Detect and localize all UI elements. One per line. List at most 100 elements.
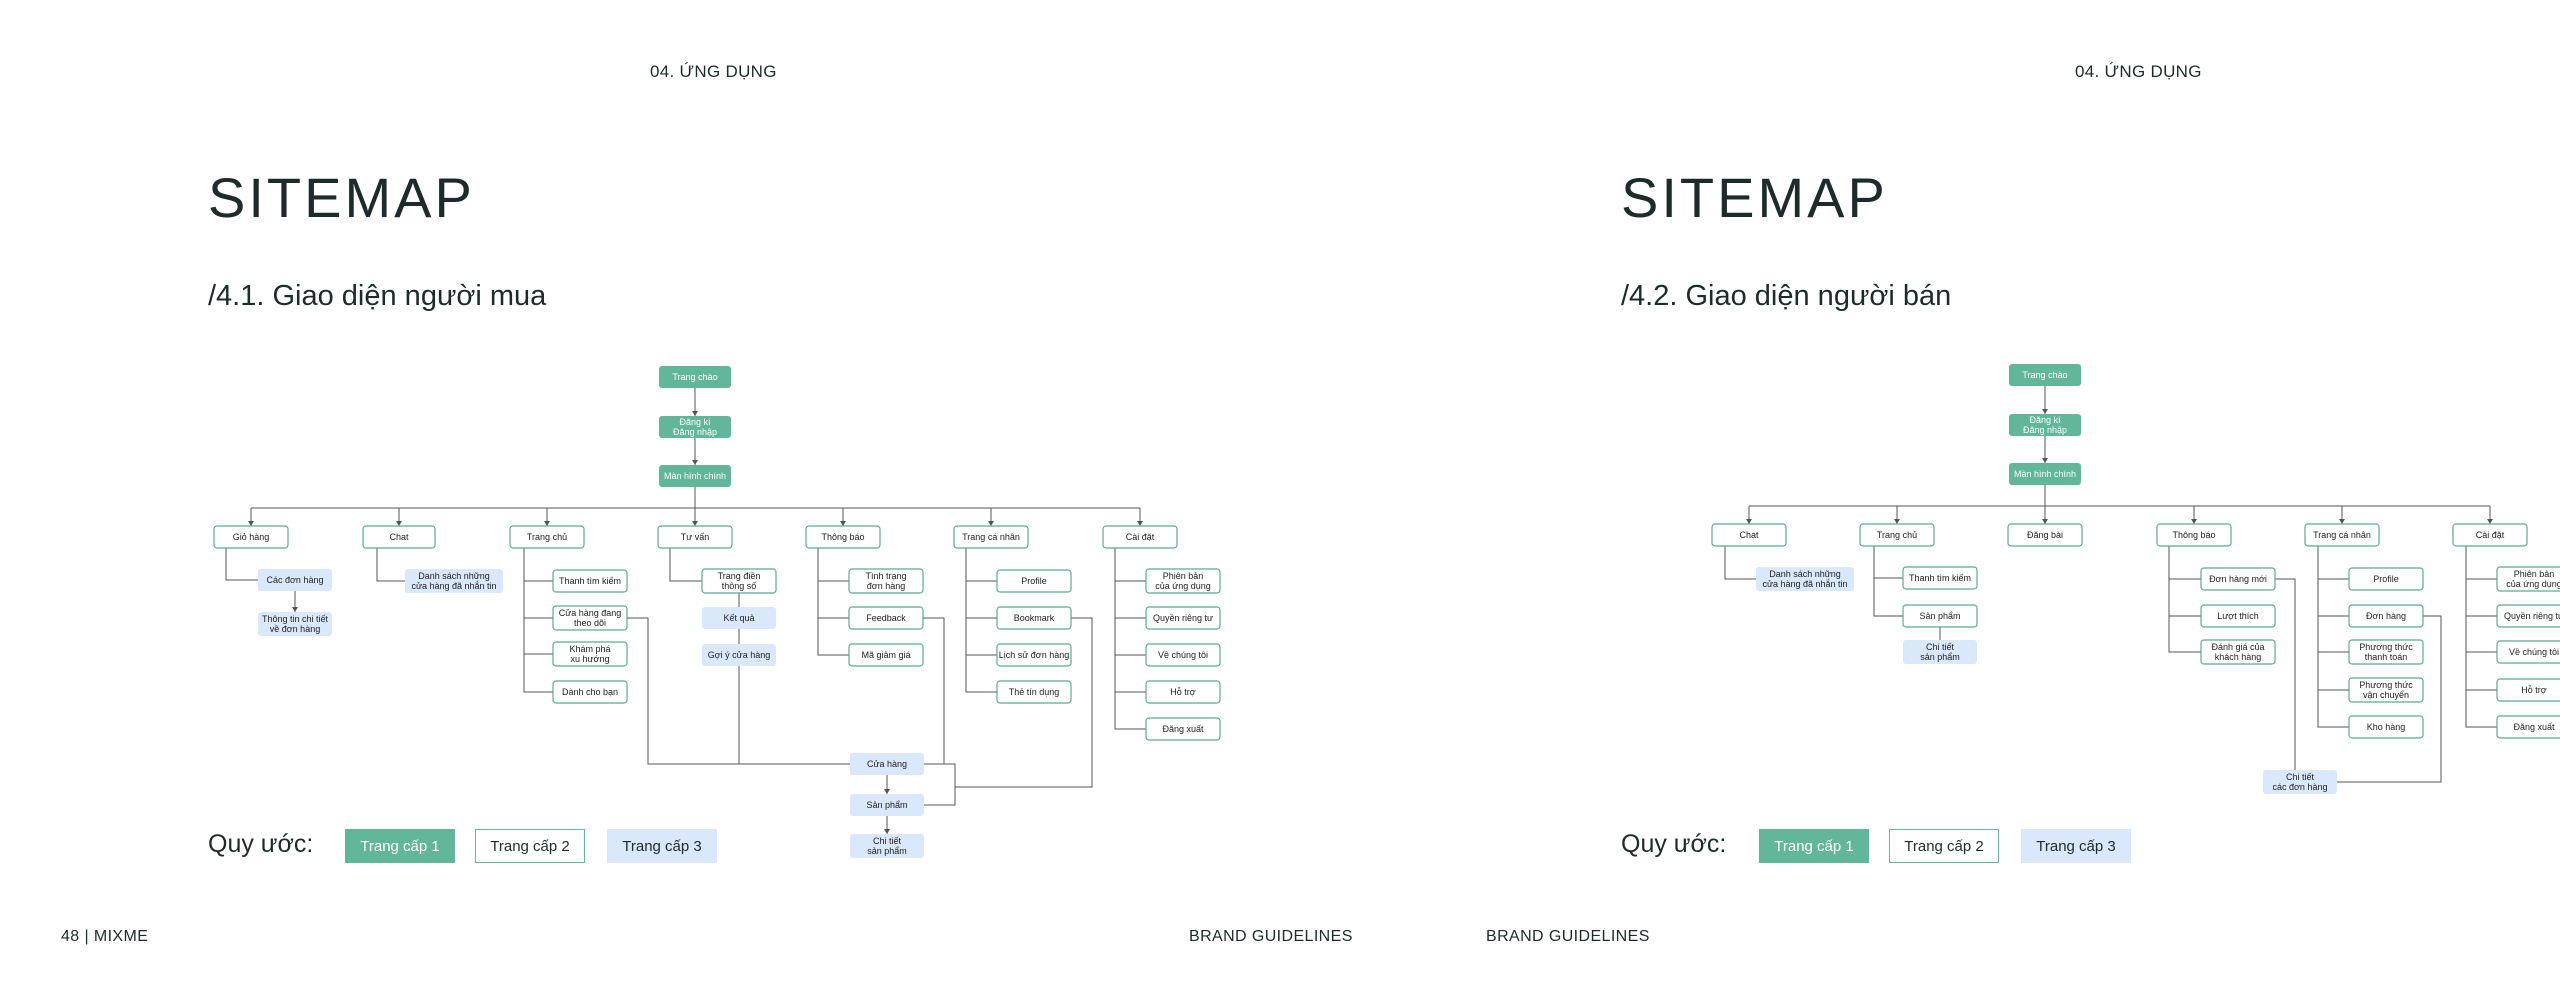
node-quyen-rieng-tu: Quyền riêng tư <box>2496 604 2560 628</box>
connector-line <box>817 548 849 656</box>
node-label: Gợi ý cửa hàng <box>708 650 770 660</box>
node-label: Trang chào <box>672 372 717 382</box>
node-box <box>2007 523 2083 547</box>
node-label: Bookmark <box>1014 613 1055 623</box>
legend-label: Quy ước: <box>208 830 314 858</box>
legend-level-3: Trang cấp 3 <box>607 829 717 863</box>
node-dang-bai: Đăng bài <box>2007 523 2083 547</box>
node-label: Về chúng tôi <box>2509 647 2559 657</box>
node-box <box>2200 567 2276 591</box>
section-heading: 04. ỨNG DỤNG <box>2075 62 2202 81</box>
node-trang-ca-nhan: Trang cá nhân <box>953 525 1029 549</box>
arrow-head <box>2042 458 2048 463</box>
node-label: Tình trạng <box>865 571 906 581</box>
node-box <box>702 644 776 666</box>
node-box <box>1756 567 1854 591</box>
node-label: sản phẩm <box>867 846 907 856</box>
node-box <box>953 525 1029 549</box>
node-gio-hang: Giỏ hàng <box>213 525 289 549</box>
arrow-head <box>248 521 254 526</box>
node-label: Phiên bản <box>1163 571 1204 581</box>
arrow-head <box>1137 521 1143 526</box>
arrow-head <box>884 789 890 794</box>
arrow-head <box>884 829 890 834</box>
page-buyer-sitemap: 04. ỨNG DỤNG SITEMAP /4.1. Giao diện ngư… <box>61 62 1352 945</box>
node-thong-bao: Thông báo <box>2156 523 2232 547</box>
connector-line <box>2168 546 2201 653</box>
connector-line <box>669 548 702 582</box>
node-box <box>1102 525 1178 549</box>
node-box <box>2304 523 2380 547</box>
node-ma-giam-gia: Mã giảm giá <box>848 643 924 667</box>
node-label: của ứng dụng <box>2506 579 2560 589</box>
node-label: Profile <box>1021 576 1047 586</box>
node-box <box>2156 523 2232 547</box>
connector-line <box>1114 548 1146 730</box>
node-the-tin-dung: Thẻ tín dụng <box>996 680 1072 704</box>
node-box <box>2348 604 2424 628</box>
node-label: Thông tin chi tiết <box>262 614 329 624</box>
node-box <box>2348 677 2424 703</box>
node-label: Quyền riêng tư <box>2504 611 2560 621</box>
arrow-head <box>692 460 698 465</box>
node-label: Chi tiết <box>873 836 902 846</box>
node-tu-van: Tư vấn <box>657 525 733 549</box>
arrow-head <box>292 607 298 612</box>
arrow-head <box>2042 409 2048 414</box>
node-ho-tro: Hỗ trợ <box>2496 678 2560 702</box>
node-label: Trang cá nhân <box>962 532 1020 542</box>
node-cai-dat: Cài đặt <box>1102 525 1178 549</box>
node-label: Trang chủ <box>1877 530 1917 540</box>
node-box <box>2452 523 2528 547</box>
node-box <box>848 568 924 594</box>
node-ve-chung-toi: Về chúng tôi <box>2496 640 2560 664</box>
node-thanh-tim-kiem: Thanh tìm kiếm <box>552 569 628 593</box>
node-label: Màn hình chính <box>2014 469 2076 479</box>
node-box <box>258 569 332 591</box>
connector-line <box>1873 546 1903 617</box>
legend-level-2: Trang cấp 2 <box>1889 829 1999 863</box>
arrow-head <box>396 521 402 526</box>
node-label: Đăng xuất <box>2513 722 2555 732</box>
page-title: SITEMAP <box>1621 166 1888 229</box>
node-label: Chat <box>1739 530 1759 540</box>
node-label: Đăng xuất <box>1162 724 1204 734</box>
node-label: Đánh giá của <box>2211 642 2264 652</box>
connector-line <box>965 548 997 693</box>
connector-line <box>2465 546 2497 728</box>
legend-level-2: Trang cấp 2 <box>475 829 585 863</box>
node-label: Các đơn hàng <box>267 575 324 585</box>
node-box <box>2496 566 2560 592</box>
node-label: Mã giảm giá <box>861 650 910 660</box>
node-label: Trang chào <box>2022 370 2067 380</box>
node-lich-su: Lịch sử đơn hàng <box>996 643 1072 667</box>
connector-line <box>376 548 405 582</box>
node-label: Đăng nhập <box>2023 425 2067 435</box>
node-san-pham: Sản phẩm <box>1902 604 1978 628</box>
node-label: Thẻ tín dụng <box>1009 687 1060 697</box>
node-box <box>405 569 503 593</box>
node-label: Thông báo <box>821 532 864 542</box>
arrow-head <box>1746 519 1752 524</box>
arrow-head <box>692 411 698 416</box>
node-label: Lịch sử đơn hàng <box>999 650 1069 660</box>
node-label: Đăng nhập <box>673 427 717 437</box>
node-box <box>258 612 332 636</box>
node-bookmark: Bookmark <box>996 606 1072 630</box>
node-box <box>1145 717 1221 741</box>
node-box <box>1145 568 1221 594</box>
node-box <box>848 606 924 630</box>
node-box <box>805 525 881 549</box>
node-label: cửa hàng đã nhắn tin <box>411 581 496 591</box>
node-label: Phương thức <box>2359 642 2413 652</box>
